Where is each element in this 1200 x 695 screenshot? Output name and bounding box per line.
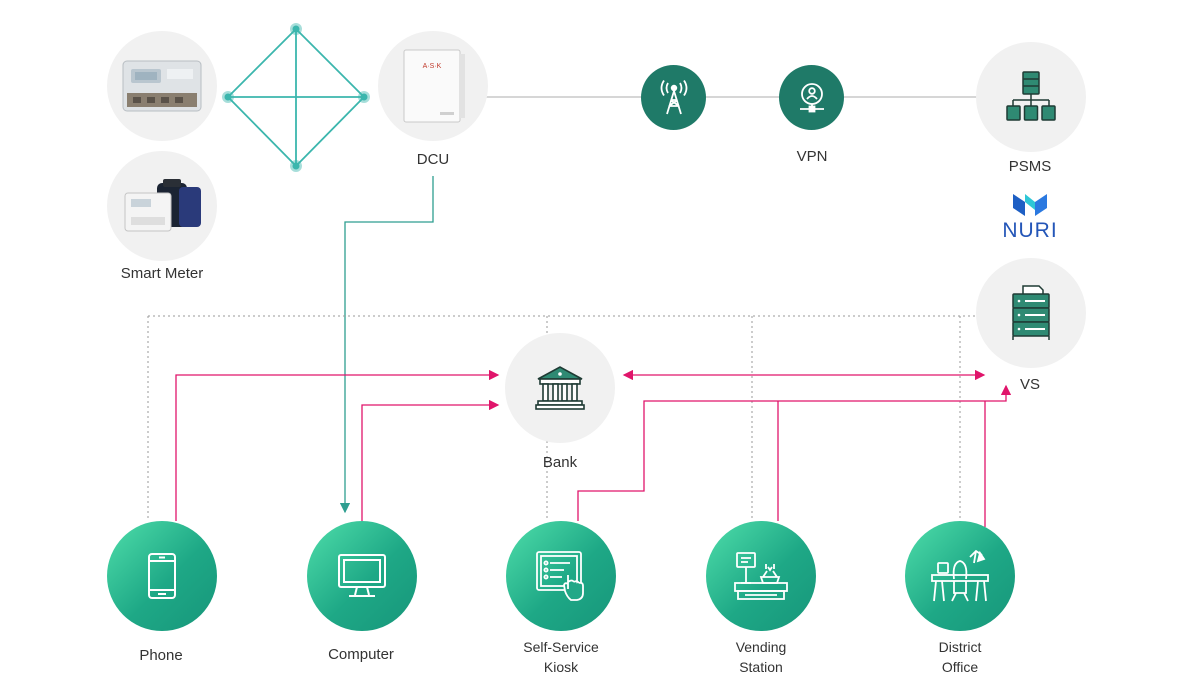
bank-node[interactable]	[505, 333, 615, 443]
district-office-label: District Office	[895, 637, 1025, 677]
payment-links	[175, 369, 1012, 527]
kiosk-label-line1: Self-Service	[523, 639, 599, 655]
bank-icon	[535, 366, 585, 410]
dcu-device-image: A·S·K	[403, 49, 465, 123]
kiosk-node[interactable]	[506, 521, 616, 631]
server-network-icon	[1006, 71, 1056, 121]
vending-label-line1: Vending	[735, 639, 787, 655]
district-office-node[interactable]	[905, 521, 1015, 631]
phone-label: Phone	[139, 647, 183, 664]
monitor-icon	[338, 554, 386, 597]
smart-meter-node-2	[107, 151, 217, 261]
touch-kiosk-icon	[536, 551, 584, 601]
district-office-label-line1: District	[938, 639, 982, 655]
mesh-nodes	[222, 23, 370, 172]
psms-label: PSMS	[1008, 158, 1052, 175]
smartphone-icon	[148, 553, 176, 599]
dcu-label: DCU	[416, 151, 450, 168]
vending-stand-icon	[734, 552, 788, 600]
nuri-logo: NURI	[990, 190, 1070, 243]
vpn-label: VPN	[796, 148, 828, 165]
district-office-label-line2: Office	[941, 659, 979, 675]
computer-node[interactable]	[307, 521, 417, 631]
smart-meter-node-1	[107, 31, 217, 141]
mesh-network	[227, 28, 365, 167]
office-desk-icon	[931, 549, 989, 602]
dcu-feed-line	[339, 176, 434, 514]
psms-node[interactable]	[976, 42, 1086, 152]
bank-label: Bank	[542, 454, 578, 471]
cell-tower-icon	[660, 79, 687, 114]
kiosk-label: Self-Service Kiosk	[496, 637, 626, 677]
vpn-node[interactable]	[779, 65, 844, 130]
smart-meter-image	[124, 179, 201, 232]
vending-label: Vending Station	[696, 637, 826, 677]
kiosk-label-line2: Kiosk	[543, 659, 579, 675]
computer-label: Computer	[328, 646, 394, 663]
electric-meter-image	[122, 60, 202, 112]
nuri-logo-mark	[1013, 194, 1047, 216]
tower-node[interactable]	[641, 65, 706, 130]
nuri-logo-text: NURI	[1002, 219, 1058, 242]
svg-text:A·S·K: A·S·K	[423, 63, 442, 70]
smart-meter-label: Smart Meter	[120, 265, 204, 282]
phone-node[interactable]	[107, 521, 217, 631]
vs-node[interactable]	[976, 258, 1086, 368]
server-stack-icon	[1012, 285, 1050, 340]
vending-label-line2: Station	[739, 659, 783, 675]
vs-label: VS	[1019, 376, 1040, 393]
vpn-icon	[799, 82, 824, 112]
dcu-node[interactable]: A·S·K	[378, 31, 488, 141]
vending-node[interactable]	[706, 521, 816, 631]
